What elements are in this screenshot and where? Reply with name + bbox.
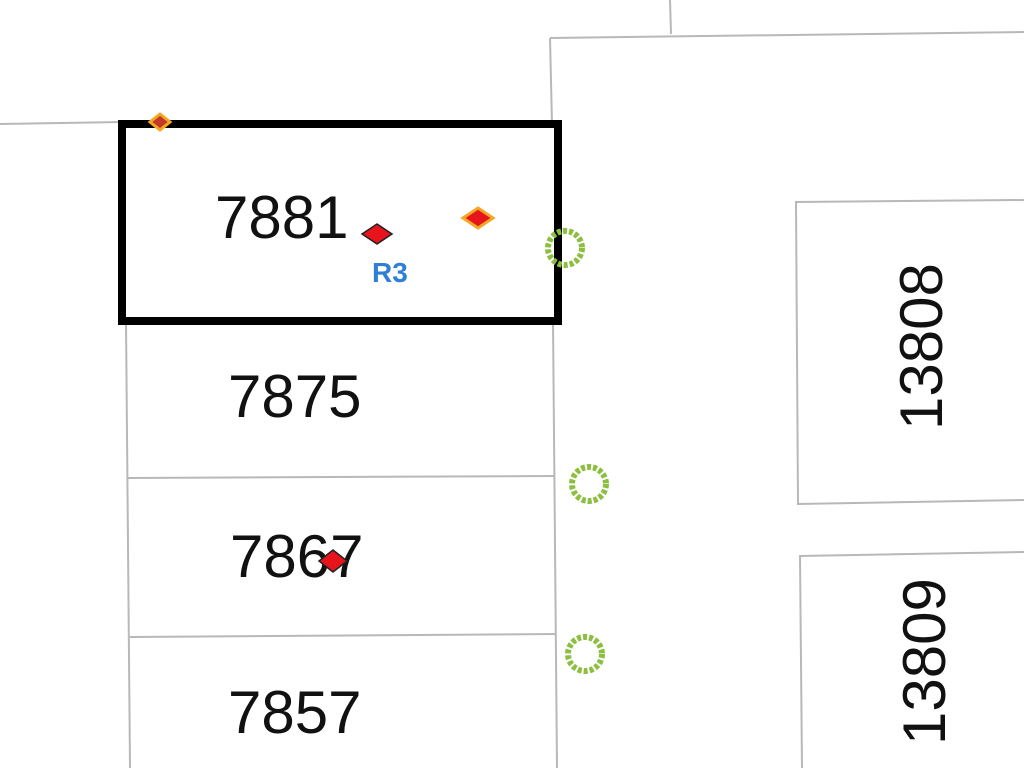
diamond-marker-icon[interactable] (360, 223, 394, 245)
tree-icon[interactable] (545, 228, 585, 268)
diamond-marker-icon[interactable] (147, 112, 173, 132)
selected-parcel-outline[interactable] (118, 120, 562, 325)
parcel-label-13808[interactable]: 13808 (888, 263, 955, 430)
tree-icon[interactable] (565, 634, 605, 674)
parcel-label-13809[interactable]: 13809 (891, 578, 958, 745)
parcel-label-7857[interactable]: 7857 (228, 679, 361, 746)
parcel-label-7867[interactable]: 7867 (230, 523, 363, 590)
zone-label: R3 (372, 257, 408, 288)
parcel-label-7875[interactable]: 7875 (228, 363, 361, 430)
diamond-marker-icon[interactable] (317, 549, 349, 573)
diamond-marker-icon[interactable] (460, 206, 496, 230)
parcel-label-7881[interactable]: 7881 (215, 184, 348, 251)
tree-icon[interactable] (569, 464, 609, 504)
